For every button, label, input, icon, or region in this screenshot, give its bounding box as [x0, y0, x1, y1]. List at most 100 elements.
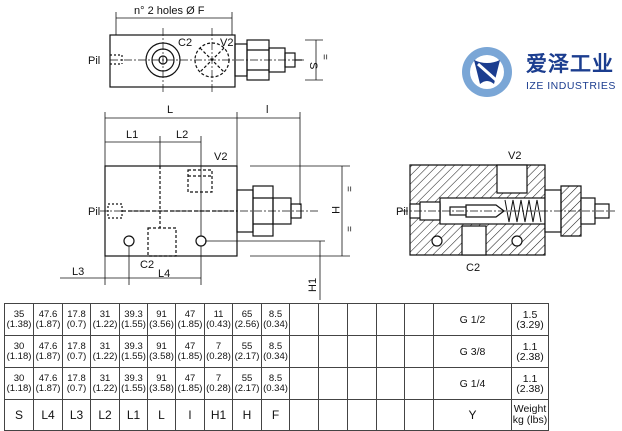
table-cell-H1: H1: [204, 399, 233, 431]
top-holes-note: n° 2 holes Ø F: [134, 5, 205, 17]
table-cell-Y: G 3/8: [433, 335, 512, 368]
ize-industries-logo-icon: [462, 47, 512, 97]
technical-drawing: n° 2 holes Ø F Pil C2 V2 S =: [60, 5, 615, 300]
table-cell-empty: [347, 399, 377, 431]
section-label-c2: C2: [466, 262, 480, 274]
table-cell-empty: [318, 399, 348, 431]
table-cell-empty: [318, 367, 348, 400]
table-cell-weight: 1.1 (2.38): [511, 335, 549, 368]
table-cell-L1: 39.3 (1.55): [119, 367, 148, 400]
table-cell-L: L: [147, 399, 176, 431]
table-cell-L1: 39.3 (1.55): [119, 335, 148, 368]
table-cell-L2: 31 (1.22): [90, 367, 120, 400]
table-cell-H1: 11 (0.43): [204, 303, 233, 336]
table-cell-S: S: [4, 399, 34, 431]
table-cell-H: H: [232, 399, 262, 431]
table-cell-weight: Weight kg (lbs): [511, 399, 549, 431]
brand-logo: 爱泽工业 IZE INDUSTRIES: [456, 44, 622, 100]
table-row: 35 (1.38)47.6 (1.87)17.8 (0.7)31 (1.22)3…: [4, 303, 549, 336]
table-cell-empty: [376, 303, 405, 336]
logo-text-cn: 爱泽工业: [526, 52, 614, 76]
front-dim-H: H: [329, 206, 341, 214]
table-cell-L2: L2: [90, 399, 120, 431]
table-cell-empty: [404, 335, 434, 368]
table-cell-H: 65 (2.56): [232, 303, 262, 336]
table-cell-empty: [289, 303, 319, 336]
table-cell-l: 47 (1.85): [175, 367, 205, 400]
top-equal-mark: =: [319, 54, 330, 60]
front-label-c2: C2: [140, 259, 154, 271]
table-cell-S: 35 (1.38): [4, 303, 34, 336]
table-cell-L: 91 (3.56): [147, 303, 176, 336]
front-equal-mark-2: =: [343, 226, 354, 232]
table-cell-l: l: [175, 399, 205, 431]
front-equal-mark-1: =: [343, 186, 354, 192]
table-cell-Y: Y: [433, 399, 512, 431]
top-label-c2: C2: [178, 37, 192, 49]
table-cell-l: 47 (1.85): [175, 335, 205, 368]
front-dim-L4: L4: [158, 268, 170, 280]
table-cell-L3: 17.8 (0.7): [62, 367, 91, 400]
table-cell-F: 8.5 (0.34): [261, 367, 290, 400]
table-cell-weight: 1.1 (2.38): [511, 367, 549, 400]
table-cell-L4: 47.6 (1.87): [33, 303, 63, 336]
table-row: 30 (1.18)47.6 (1.87)17.8 (0.7)31 (1.22)3…: [4, 367, 549, 400]
front-dim-L: L: [167, 104, 173, 116]
table-cell-H1: 7 (0.28): [204, 335, 233, 368]
table-cell-empty: [347, 303, 377, 336]
table-cell-L3: L3: [62, 399, 91, 431]
table-cell-empty: [289, 399, 319, 431]
table-cell-L2: 31 (1.22): [90, 303, 120, 336]
top-label-v2: V2: [220, 37, 233, 49]
dimension-table: 35 (1.38)47.6 (1.87)17.8 (0.7)31 (1.22)3…: [4, 303, 549, 431]
table-cell-weight: 1.5 (3.29): [511, 303, 549, 336]
front-view: [60, 112, 350, 300]
table-cell-L: 91 (3.58): [147, 367, 176, 400]
table-cell-l: 47 (1.85): [175, 303, 205, 336]
front-label-v2: V2: [214, 151, 227, 163]
table-cell-L: 91 (3.58): [147, 335, 176, 368]
front-dim-L2: L2: [176, 129, 188, 141]
table-cell-empty: [376, 367, 405, 400]
table-cell-empty: [376, 399, 405, 431]
table-row: 30 (1.18)47.6 (1.87)17.8 (0.7)31 (1.22)3…: [4, 335, 549, 368]
table-cell-S: 30 (1.18): [4, 335, 34, 368]
table-cell-empty: [289, 367, 319, 400]
table-cell-empty: [318, 303, 348, 336]
table-cell-F: 8.5 (0.34): [261, 303, 290, 336]
table-cell-empty: [404, 367, 434, 400]
table-cell-F: 8.5 (0.34): [261, 335, 290, 368]
section-label-v2: V2: [508, 150, 521, 162]
top-dim-s: S: [307, 62, 319, 69]
table-cell-L4: 47.6 (1.87): [33, 367, 63, 400]
table-cell-L3: 17.8 (0.7): [62, 303, 91, 336]
top-view-body: [109, 34, 236, 88]
table-cell-F: F: [261, 399, 290, 431]
table-cell-empty: [347, 335, 377, 368]
table-cell-empty: [404, 303, 434, 336]
table-cell-empty: [404, 399, 434, 431]
front-dim-L3: L3: [72, 266, 84, 278]
front-dim-H1: H1: [307, 278, 319, 292]
table-cell-H: 55 (2.17): [232, 335, 262, 368]
table-cell-Y: G 1/4: [433, 367, 512, 400]
front-label-pil: Pil: [88, 206, 100, 218]
section-view: [400, 164, 615, 256]
table-cell-H: 55 (2.17): [232, 367, 262, 400]
table-cell-Y: G 1/2: [433, 303, 512, 336]
table-cell-L1: L1: [119, 399, 148, 431]
table-cell-empty: [376, 335, 405, 368]
table-cell-empty: [318, 335, 348, 368]
table-cell-L4: L4: [33, 399, 63, 431]
table-cell-L3: 17.8 (0.7): [62, 335, 91, 368]
top-view: [109, 12, 323, 92]
table-cell-empty: [289, 335, 319, 368]
section-label-pil: Pil: [396, 206, 408, 218]
table-cell-L1: 39.3 (1.55): [119, 303, 148, 336]
front-dim-l: l: [266, 104, 268, 116]
front-dim-L1: L1: [126, 129, 138, 141]
table-cell-L4: 47.6 (1.87): [33, 335, 63, 368]
table-cell-L2: 31 (1.22): [90, 335, 120, 368]
table-cell-H1: 7 (0.28): [204, 367, 233, 400]
